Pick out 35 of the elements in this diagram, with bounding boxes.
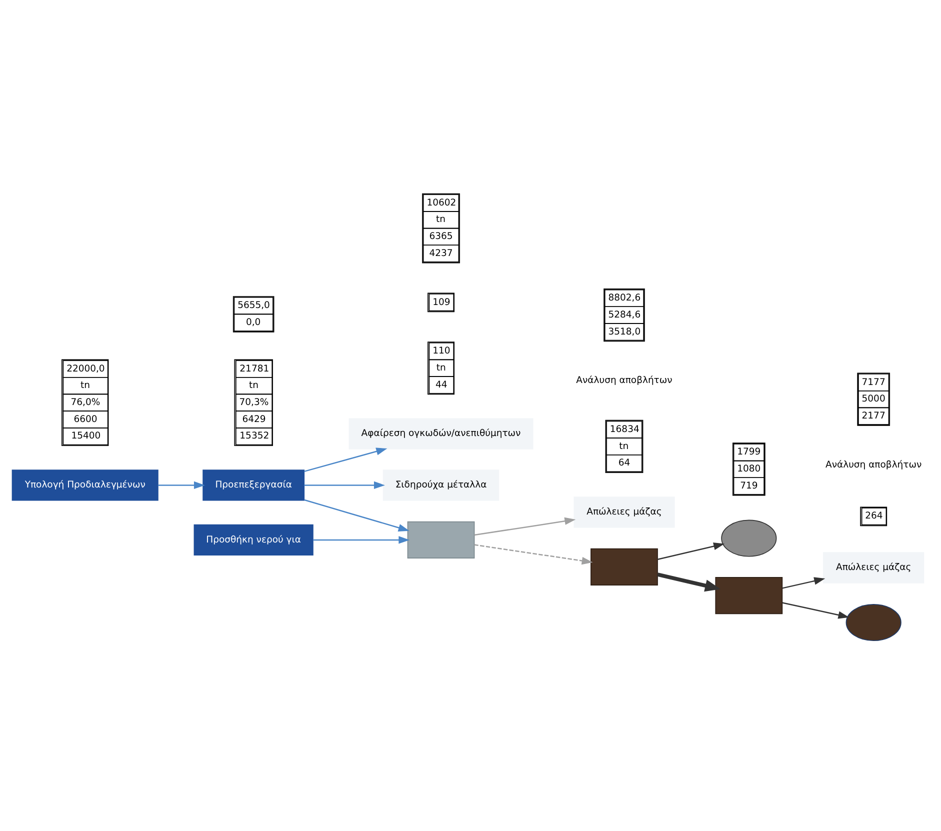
label: 70,3% <box>239 397 269 408</box>
label: Ανάλυση αποβλήτων <box>826 459 922 470</box>
label: 0,0 <box>246 316 261 328</box>
label: 3518,0 <box>608 326 641 338</box>
label: 64 <box>618 458 630 469</box>
label: 2177 <box>862 410 886 422</box>
label: 6429 <box>242 414 266 425</box>
label: 7177 <box>862 376 886 388</box>
label: 10602 <box>426 197 456 208</box>
label: 76,0% <box>70 397 100 408</box>
label: 16834 <box>610 424 640 435</box>
label: 6600 <box>74 414 98 425</box>
label: 5655,0 <box>238 300 270 312</box>
label: 5284,6 <box>608 309 641 320</box>
label: tn <box>619 440 629 452</box>
label: 109 <box>432 296 450 308</box>
label: tn <box>436 362 446 374</box>
label: 264 <box>865 510 883 522</box>
label: tn <box>436 214 446 226</box>
label: 110 <box>432 346 450 357</box>
label: 6365 <box>429 231 453 242</box>
label: Ανάλυση αποβλήτων <box>576 375 672 386</box>
label: 15400 <box>71 430 101 442</box>
label: 1080 <box>737 464 761 475</box>
label: tn <box>248 380 258 392</box>
label: 719 <box>740 480 758 492</box>
label: 1799 <box>737 446 761 458</box>
label: 21781 <box>240 363 270 374</box>
label: 44 <box>436 379 448 390</box>
label: 8802,6 <box>608 292 641 304</box>
label: 5000 <box>862 394 886 405</box>
label: 22000,0 <box>66 363 105 374</box>
label: 15352 <box>240 430 270 442</box>
label: 4237 <box>429 248 453 259</box>
label: tn <box>80 380 90 392</box>
